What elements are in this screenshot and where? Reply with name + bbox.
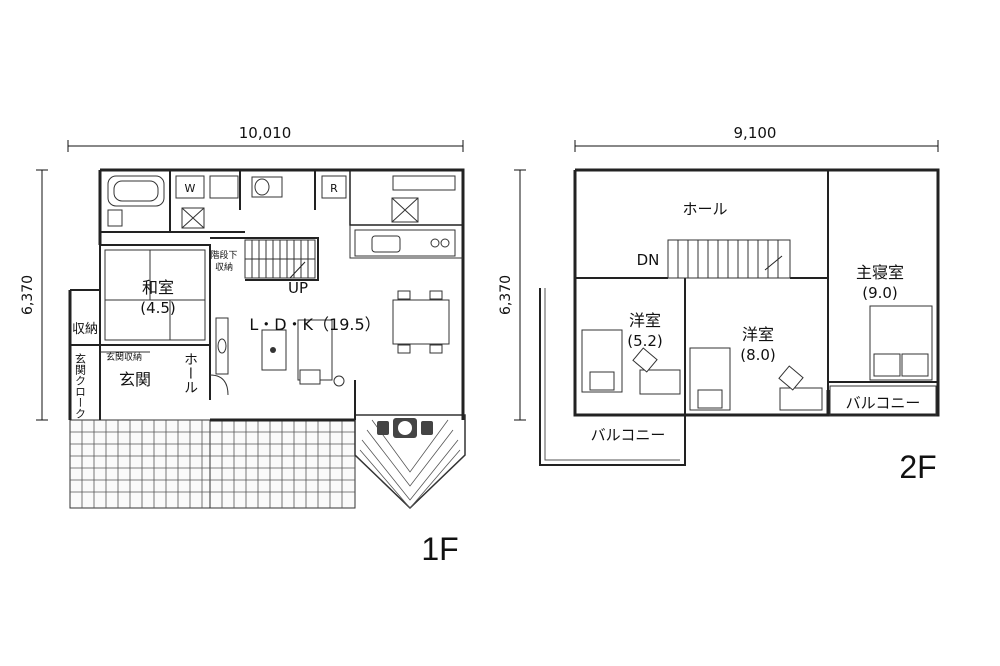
western-room-2-furniture: [689, 347, 823, 411]
deck-table-set: [377, 418, 433, 438]
kitchen-island: [354, 229, 456, 257]
washitsu-tatami: [104, 249, 206, 341]
sofa-set: [261, 319, 345, 387]
balcony-left-outline: [539, 288, 686, 466]
western-room-1-label: 洋室: [629, 311, 661, 330]
tv-board: [215, 317, 229, 375]
floor-2-hall-label: ホール: [682, 200, 727, 218]
balcony-right-outline: [829, 385, 937, 417]
storage-label: 収納: [72, 322, 98, 337]
floor-1-depth-dimension: 6,370: [20, 275, 36, 315]
floor-1-label: 1F: [421, 531, 458, 567]
floor-2-label: 2F: [899, 449, 936, 485]
floor-1-wood-deck: [354, 414, 466, 510]
floor-2-walls: [573, 168, 940, 417]
fridge-label: R: [330, 182, 338, 195]
fridge-box: [321, 175, 347, 199]
master-bedroom-label: 主寝室: [856, 263, 904, 282]
up-label: UP: [288, 279, 308, 297]
western-room-1-size: (5.2): [627, 332, 663, 350]
floor-1-hall-label: ホール: [182, 352, 198, 394]
kitchen-back-cabinet: [392, 175, 456, 191]
washitsu-size: (4.5): [140, 299, 176, 317]
floor-1-depth-dimension-line: [36, 169, 48, 421]
floor-1-width-dimension: 10,010: [239, 124, 292, 142]
bath-shelf: [107, 209, 123, 227]
washitsu-label: 和室: [142, 278, 174, 297]
floor-2-width-dimension: 9,100: [734, 124, 777, 142]
stair-storage-label-1: 階段下: [210, 249, 237, 261]
floor-2-depth-dimension-line: [514, 169, 526, 421]
wash-basin: [209, 175, 239, 199]
ldk-label: L・D・K（19.5）: [249, 315, 380, 334]
floor-2-staircase: [667, 239, 791, 279]
floor-2-width-dimension-line: [574, 140, 939, 152]
western-room-1-furniture: [581, 329, 681, 395]
stair-storage-label-2: 収納: [215, 261, 233, 273]
entry-label: 玄関: [119, 370, 151, 389]
balcony-right-label: バルコニー: [846, 394, 921, 412]
washer-label: W: [185, 182, 196, 195]
balcony-left-label: バルコニー: [591, 426, 666, 444]
floor-2-plan: 9,100 6,370 バルコニー バルコニー: [498, 124, 940, 485]
toilet: [251, 176, 283, 198]
dining-set: [392, 290, 450, 354]
master-bedroom-size: (9.0): [862, 284, 898, 302]
bathtub: [107, 175, 165, 207]
western-room-2-label: 洋室: [742, 325, 774, 344]
washer-box: [175, 175, 205, 199]
floor-2-depth-dimension: 6,370: [498, 275, 514, 315]
floor-1-width-dimension-line: [67, 140, 464, 152]
entry-cloak-label: 玄関クローク: [74, 352, 87, 419]
dn-label: DN: [637, 251, 660, 269]
floor-1-porch-tiles: [69, 419, 356, 509]
floor-1-walls: [68, 168, 465, 422]
floor-1-plan: 10,010 6,370: [20, 124, 466, 567]
entry-storage-label: 玄関収納: [106, 351, 142, 363]
floor-1-staircase: [244, 239, 316, 279]
master-bed: [869, 305, 933, 381]
western-room-2-size: (8.0): [740, 346, 776, 364]
